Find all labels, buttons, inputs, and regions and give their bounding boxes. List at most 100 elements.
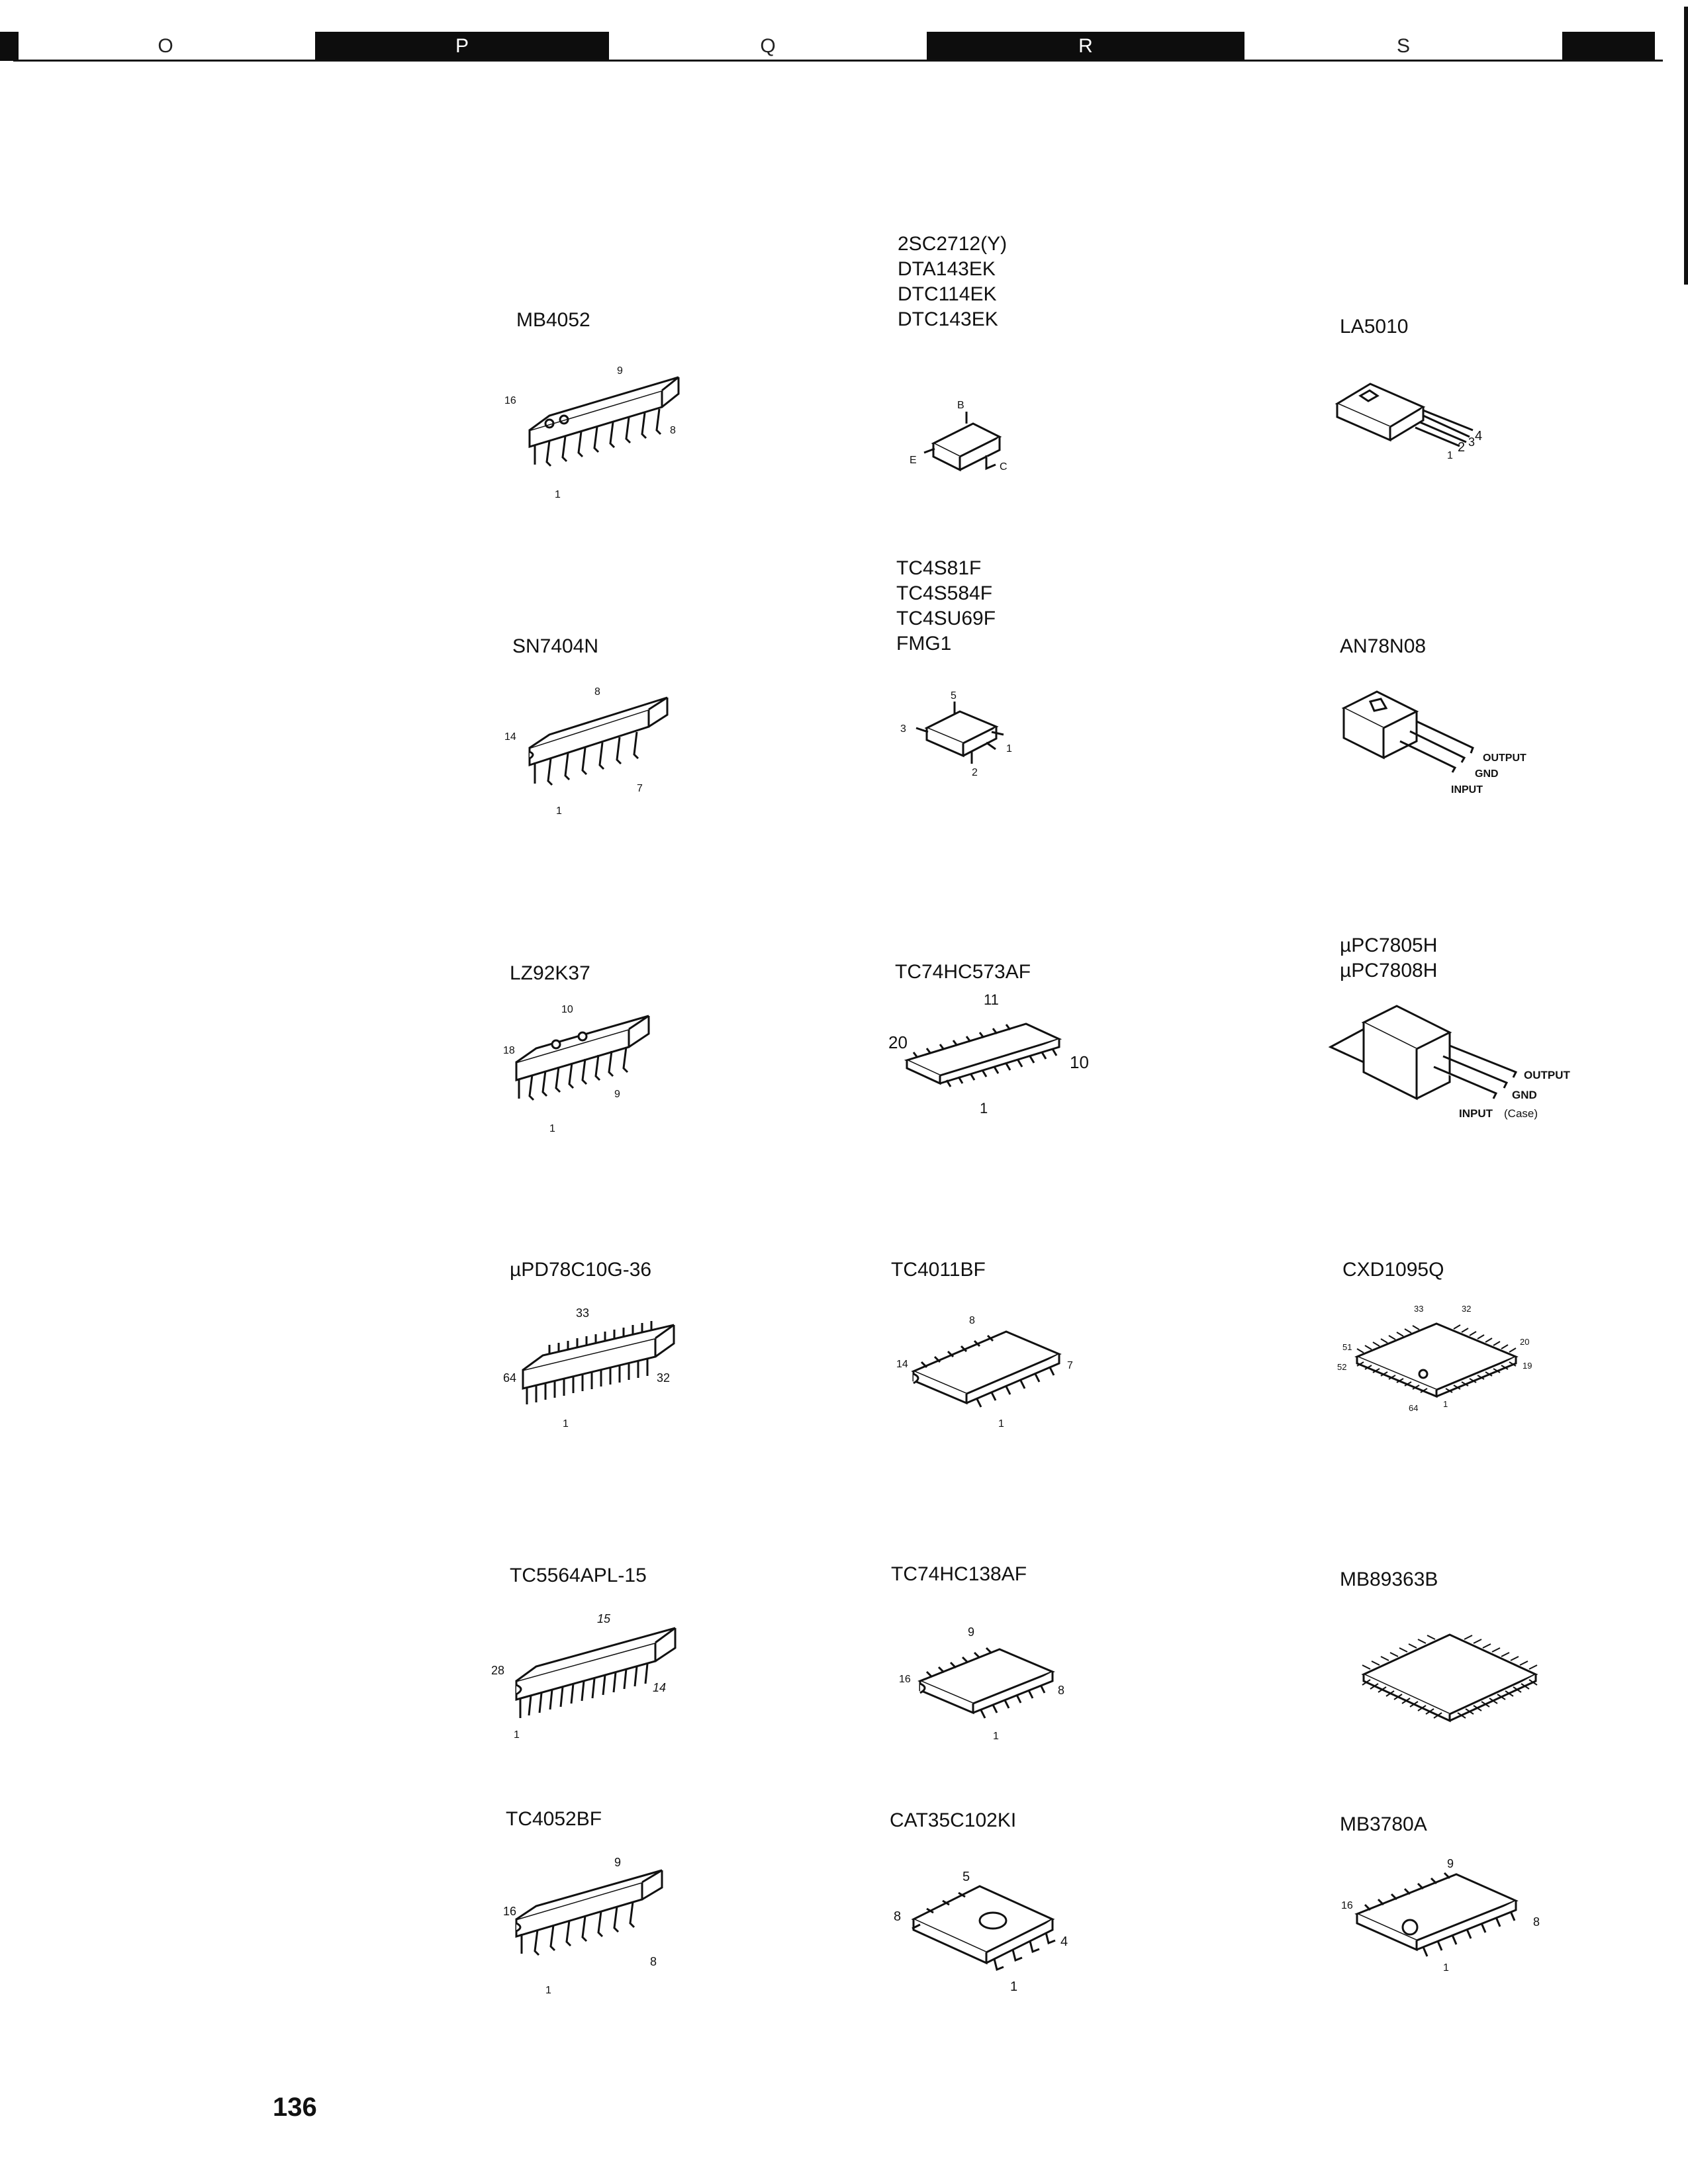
- index-tab-o: O: [158, 35, 173, 57]
- pin-label: 52: [1337, 1362, 1346, 1372]
- pin-label: 14: [896, 1359, 908, 1370]
- part-tc4011bf: TC4011BF 8 14 7 1: [887, 1251, 1125, 1449]
- pin-label: 5: [951, 690, 957, 702]
- pin-label: E: [910, 455, 917, 466]
- part-name: DTC114EK: [898, 283, 997, 305]
- part-label-group: TC4S81F TC4S584F TC4SU69F FMG1: [896, 556, 996, 657]
- part-name: MB3780A: [1340, 1813, 1427, 1835]
- index-corner-mark: [0, 32, 19, 61]
- pin-label: (Case): [1504, 1107, 1538, 1120]
- part-cxd1095q: CXD1095Q 33 32 51 20 52 19 64 1: [1324, 1251, 1589, 1449]
- pin-label: 20: [1520, 1337, 1529, 1347]
- pin-label: 32: [657, 1371, 670, 1385]
- pin-label: 1: [998, 1418, 1004, 1430]
- pin-label: 1: [1443, 1962, 1449, 1974]
- pin-label: 18: [503, 1045, 515, 1056]
- part-name: AN78N08: [1340, 635, 1427, 657]
- pin-label: 1: [980, 1100, 988, 1116]
- part-name: TC74HC573AF: [895, 961, 1031, 983]
- part-label-group: CXD1095Q: [1342, 1257, 1444, 1283]
- part-label-group: MB3780A: [1340, 1812, 1427, 1837]
- part-label-group: µPC7805H µPC7808H: [1340, 933, 1437, 983]
- index-tab-end: [1562, 32, 1655, 61]
- part-name: CXD1095Q: [1342, 1259, 1444, 1281]
- pin-label: 8: [1058, 1684, 1064, 1697]
- part-tc4s81f: TC4S81F TC4S584F TC4SU69F FMG1 5 3 2 1: [887, 556, 1099, 834]
- pin-label: 8: [894, 1909, 901, 1924]
- pin-label: 8: [1533, 1915, 1540, 1929]
- pin-label: 15: [597, 1612, 611, 1625]
- pin-label: 8: [594, 686, 600, 698]
- pin-label: 11: [984, 991, 999, 1008]
- part-name: TC5564APL-15: [510, 1565, 647, 1586]
- pin-label: 2: [1458, 440, 1465, 455]
- pin-label: 8: [650, 1955, 657, 1968]
- page-number: 136: [273, 2093, 317, 2122]
- pin-label: 33: [1414, 1304, 1423, 1314]
- pin-label: 1: [556, 805, 562, 817]
- pin-label: 64: [503, 1371, 516, 1385]
- pin-label: 2: [972, 767, 978, 778]
- part-la5010: LA5010 4 1 2 3: [1324, 232, 1562, 510]
- pin-label: 3: [1468, 435, 1475, 449]
- part-label-group: CAT35C102KI: [890, 1808, 1016, 1833]
- sop-package-drawing: 8 14 7 1: [896, 1315, 1073, 1430]
- pin-label: B: [957, 400, 964, 411]
- sop-package-drawing: 11 20 10 1: [888, 991, 1089, 1116]
- index-tab-r: R: [927, 32, 1244, 61]
- index-rule: [13, 60, 1663, 62]
- pin-label: 51: [1342, 1342, 1352, 1352]
- pin-label: INPUT: [1459, 1107, 1493, 1120]
- pin-label: 1: [1443, 1399, 1448, 1409]
- pin-label: 1: [1006, 743, 1012, 754]
- pin-label: 7: [637, 783, 643, 794]
- pin-label: 9: [1447, 1857, 1454, 1870]
- pin-label: 7: [1067, 1360, 1073, 1371]
- part-name: FMG1: [896, 633, 952, 655]
- index-tab-q: Q: [760, 35, 776, 57]
- pin-label: 20: [888, 1032, 908, 1052]
- pin-label: C: [1000, 461, 1008, 473]
- dip-package-drawing: 15 28 14 1: [491, 1612, 677, 1741]
- pin-label: 9: [617, 365, 623, 377]
- pin-label: 16: [1341, 1900, 1353, 1911]
- pin-label: 14: [504, 731, 516, 743]
- part-upd78c10g: µPD78C10G-36 33 64 32 1: [503, 1251, 741, 1449]
- dip-package-drawing: 10 18 9 1: [503, 1004, 650, 1134]
- pin-label: 1: [555, 489, 561, 500]
- pin-label: GND: [1512, 1089, 1537, 1101]
- pin-label: 64: [1409, 1403, 1418, 1413]
- sot23-package-drawing: B E C: [910, 400, 1008, 473]
- index-tab-s: S: [1396, 35, 1410, 57]
- part-cat35c102ki: CAT35C102KI 5 8 4 1: [880, 1800, 1132, 2012]
- part-label-group: MB4052: [516, 308, 590, 333]
- qfp-package-drawing: [1361, 1633, 1538, 1723]
- pin-label: 1: [545, 1985, 551, 1996]
- pin-label: 4: [1060, 1934, 1068, 1949]
- part-name: SN7404N: [512, 635, 599, 657]
- part-label-group: TC4011BF: [891, 1257, 986, 1283]
- part-name: µPC7808H: [1340, 960, 1438, 981]
- pin-label: OUTPUT: [1524, 1069, 1571, 1081]
- part-tc74hc573af: TC74HC573AF 11 20 10 1: [887, 940, 1125, 1152]
- pin-label: 16: [899, 1674, 911, 1685]
- pin-label: 8: [969, 1315, 975, 1326]
- part-name: TC4SU69F: [896, 608, 996, 629]
- part-tc74hc138af: TC74HC138AF 9 16 8 1: [887, 1555, 1125, 1767]
- part-label-group: LZ92K37: [510, 961, 590, 986]
- part-mb4052: MB4052 9 16 8 1: [503, 232, 741, 516]
- part-label-group: MB89363B: [1340, 1567, 1438, 1592]
- dip-package-drawing: 8 14 7 1: [504, 686, 669, 817]
- pin-label: 33: [576, 1306, 589, 1320]
- part-an78n08: AN78N08 OUTPUT GND INPUT: [1324, 556, 1589, 834]
- part-tc4052bf: TC4052BF 9 16 8 1: [490, 1800, 741, 2012]
- part-name: 2SC2712(Y): [898, 233, 1008, 255]
- sot25-package-drawing: 5 3 2 1: [900, 690, 1012, 778]
- part-label-group: LA5010: [1340, 314, 1408, 340]
- page-edge-mark: [1684, 7, 1688, 285]
- part-label-group: µPD78C10G-36: [510, 1257, 651, 1283]
- part-name: TC4052BF: [506, 1808, 602, 1830]
- part-sn7404n: SN7404N 8 14 7 1: [503, 556, 741, 834]
- part-name: TC4S81F: [896, 557, 982, 579]
- pin-label: 1: [549, 1123, 555, 1134]
